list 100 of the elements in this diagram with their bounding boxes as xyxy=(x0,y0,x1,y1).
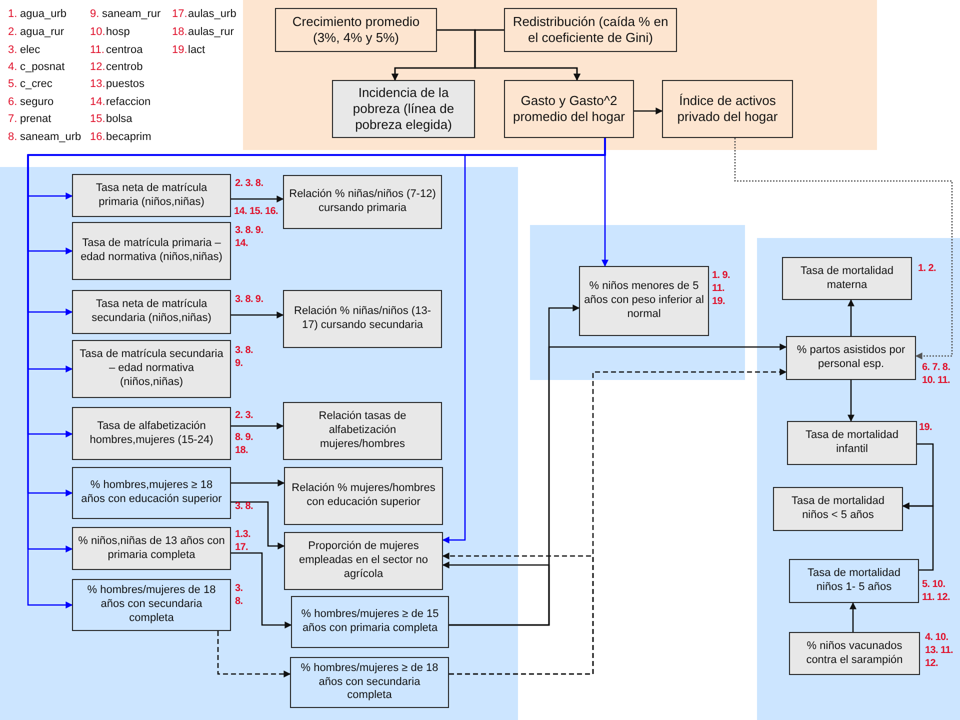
key-number: 5. xyxy=(8,78,18,90)
index-numbers: 1.3. 17. xyxy=(235,528,252,554)
indicator-box xyxy=(786,336,916,380)
indicator-box xyxy=(72,527,231,570)
indicator-box xyxy=(504,8,677,52)
key-variable-name: prenat xyxy=(20,113,52,125)
index-numbers: 14. 15. 16. xyxy=(234,205,279,218)
arrow xyxy=(902,502,934,571)
index-numbers: 5. 10. 11. 12. xyxy=(922,578,951,604)
indicator-box xyxy=(504,80,634,138)
arrow xyxy=(442,562,550,626)
key-variable-name: c_crec xyxy=(20,78,52,90)
key-variable-name: aulas_urb xyxy=(188,8,236,20)
indicator-box xyxy=(290,657,449,708)
box-text: Gasto y Gasto^2 promedio del hogar xyxy=(512,92,626,126)
indicator-box xyxy=(579,266,709,336)
index-numbers: 3. 8. 9. xyxy=(235,344,254,370)
key-number: 8. xyxy=(8,131,18,143)
box-text: Redistribución (caída % en el coeficiente de Gini) xyxy=(512,12,670,47)
key-number: 3. xyxy=(8,44,18,56)
index-numbers: 8. 9. 18. xyxy=(235,431,254,457)
box-text: % niños,niñas de 13 años con primaria completa xyxy=(77,534,226,562)
index-numbers: 1. 9. 11. 19. xyxy=(712,269,731,308)
key-number: 6. xyxy=(8,96,18,108)
key-number: 13. xyxy=(90,78,106,90)
box-text: % niños vacunados contra el sarampión xyxy=(805,638,904,668)
key-number: 19. xyxy=(172,44,188,56)
key-variable-name: bolsa xyxy=(106,113,132,125)
box-text: Tasa de mortalidad niños < 5 años xyxy=(790,494,886,523)
key-number: 10. xyxy=(90,26,106,38)
indicator-box xyxy=(72,467,231,519)
indicator-box xyxy=(789,632,920,675)
index-numbers: 3. 8. xyxy=(235,582,244,608)
key-variable-name: agua_urb xyxy=(20,8,66,20)
arrow xyxy=(848,299,854,336)
indicator-box xyxy=(773,487,903,531)
indicator-box xyxy=(291,596,449,648)
arrow xyxy=(231,480,285,486)
box-text: % hombres/mujeres ≥ de 18 años con secundaria completa xyxy=(300,660,440,704)
key-variable-name: centroa xyxy=(106,44,143,56)
key-number: 17. xyxy=(172,8,188,20)
index-numbers: 2. 3. xyxy=(235,409,254,422)
arrow xyxy=(231,422,284,430)
key-number: 4. xyxy=(8,61,18,73)
key-number: 12. xyxy=(90,61,106,73)
key-variable-name: c_posnat xyxy=(20,61,65,73)
index-numbers: 3. 8. 9. 14. xyxy=(235,224,264,250)
indicator-box xyxy=(284,467,443,525)
key-variable-name: hosp xyxy=(106,26,130,38)
indicator-box xyxy=(283,290,442,348)
box-text: Índice de activos privado del hogar xyxy=(676,92,779,126)
indicator-box xyxy=(72,290,231,334)
key-variable-name: saneam_urb xyxy=(20,131,82,143)
key-variable-name: puestos xyxy=(106,78,145,90)
key-variable-name: agua_rur xyxy=(20,26,64,38)
arrow xyxy=(217,631,291,678)
indicator-box xyxy=(72,340,231,398)
key-variable-name: lact xyxy=(188,44,206,56)
indicator-box xyxy=(72,174,231,217)
arrow xyxy=(848,380,854,422)
box-text: Tasa de mortalidad niños 1- 5 años xyxy=(806,566,902,595)
box-text: Tasa neta de matrícula primaria (niños,niñas) xyxy=(94,180,208,210)
key-number: 11. xyxy=(90,44,104,56)
arrow xyxy=(850,602,856,632)
indicator-box xyxy=(782,257,912,300)
indicator-box xyxy=(284,532,443,590)
index-numbers: 1. 2. xyxy=(918,262,937,275)
box-text: Relación tasas de alfabetización mujeres/hombres xyxy=(318,409,408,452)
key-variable-name: aulas_rur xyxy=(188,26,234,38)
box-text: Tasa de mortalidad materna xyxy=(800,264,894,292)
key-number: 2. xyxy=(8,26,18,38)
box-text: Crecimiento promedio (3%, 4% y 5%) xyxy=(291,12,421,47)
arrow xyxy=(442,552,594,675)
key-variable-name: becaprim xyxy=(106,131,152,143)
index-numbers: 3. 8. xyxy=(235,500,254,513)
box-text: Tasa de alfabetización hombres,mujeres (15-24) xyxy=(88,418,214,448)
key-variable-name: seguro xyxy=(20,96,54,108)
key-variable-name: saneam_rur xyxy=(102,8,161,20)
arrow xyxy=(231,312,284,318)
box-text: Tasa de matrícula secundaria – edad normativa (niños,niñas) xyxy=(78,347,224,390)
box-text: Relación % niñas/niños (7-12) cursando primaria xyxy=(288,187,437,216)
index-numbers: 2. 3. 8. xyxy=(235,177,264,190)
arrow xyxy=(231,501,285,550)
key-number: 1. xyxy=(8,8,18,20)
box-text: % niños menores de 5 años con peso inferior al normal xyxy=(583,279,705,322)
box-text: % hombres,mujeres ≥ 18 años con educación superior xyxy=(80,478,223,507)
index-numbers: 19. xyxy=(919,421,934,434)
key-number: 15. xyxy=(90,113,106,125)
index-numbers: 3. 8. 9. xyxy=(235,293,264,306)
indicator-box xyxy=(283,402,442,460)
box-text: Tasa neta de matrícula secundaria (niños,niñas) xyxy=(90,297,212,326)
key-variable-name: centrob xyxy=(106,61,143,73)
key-number: 9. xyxy=(90,8,100,20)
key-variable-name: refaccion xyxy=(106,96,151,108)
arrow xyxy=(231,552,292,628)
arrow xyxy=(734,138,953,360)
key-number: 7. xyxy=(8,113,18,125)
arrow xyxy=(634,108,663,114)
indicator-box xyxy=(275,8,437,52)
indicator-box xyxy=(72,407,231,460)
